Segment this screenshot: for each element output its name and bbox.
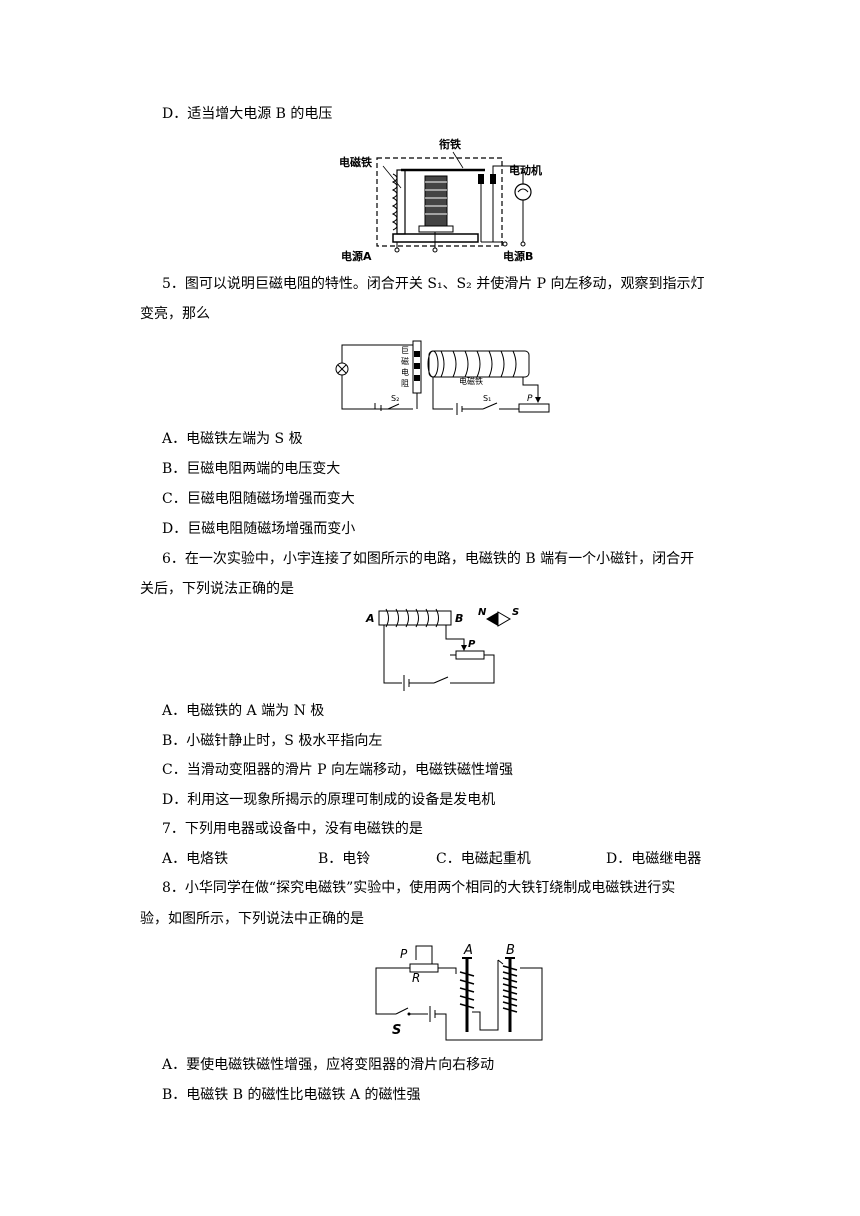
- q8-stem-line2: 验，如图所示，下列说法中正确的是: [140, 911, 364, 927]
- label-slider-p: P: [400, 947, 408, 961]
- gmr-label-4: 阻: [401, 379, 409, 388]
- gmr-label-2: 磁: [401, 356, 409, 366]
- q5-option-a: A．电磁铁左端为 S 极: [162, 431, 303, 447]
- label-resistor-r: R: [412, 971, 420, 985]
- q7-stem: 7．下列用电器或设备中，没有电磁铁的是: [162, 821, 423, 837]
- label-s1: S₁: [483, 394, 491, 403]
- label-needle-n: N: [478, 607, 487, 618]
- q6-option-c: C．当滑动变阻器的滑片 P 向左端移动，电磁铁磁性增强: [162, 762, 514, 778]
- label-needle-s: S: [512, 607, 519, 618]
- gmr-label-3: 电: [401, 367, 409, 377]
- q6-stem-line1: 6．在一次实验中，小宇连接了如图所示的电路，电磁铁的 B 端有一个小磁针，闭合开: [162, 551, 695, 567]
- label-end-a: A: [365, 612, 375, 625]
- q6-circuit-figure: A B N S P: [364, 603, 534, 693]
- label-armature: 衔铁: [439, 137, 461, 151]
- gmr-label-1: 巨: [401, 346, 409, 355]
- q7-option-d: D．电磁继电器: [606, 851, 702, 867]
- q7-option-b: B．电铃: [318, 851, 371, 867]
- q5-option-c: C．巨磁电阻随磁场增强而变大: [162, 491, 355, 507]
- q5-stem-line1: 5．图可以说明巨磁电阻的特性。闭合开关 S₁、S₂ 并使滑片 P 向左移动，观察…: [162, 276, 705, 292]
- q6-option-d: D．利用这一现象所揭示的原理可制成的设备是发电机: [162, 792, 496, 808]
- label-switch-s: S: [392, 1023, 401, 1038]
- label-end-b: B: [455, 612, 463, 625]
- q7-option-a: A．电烙铁: [162, 851, 229, 867]
- q5-option-d: D．巨磁电阻随磁场增强而变小: [162, 521, 356, 537]
- label-p-q5: P: [527, 394, 533, 404]
- q6-option-b: B．小磁针静止时，S 极水平指向左: [162, 733, 383, 749]
- label-s2: S₂: [391, 394, 399, 403]
- q7-option-c: C．电磁起重机: [436, 851, 531, 867]
- label-p-q6: P: [468, 639, 476, 650]
- q5-option-b: B．巨磁电阻两端的电压变大: [162, 461, 341, 477]
- label-electromagnet-q5: 电磁铁: [459, 376, 483, 386]
- q8-option-a: A．要使电磁铁磁性增强，应将变阻器的滑片向右移动: [162, 1057, 495, 1073]
- q8-stem-line1: 8．小华同学在做“探究电磁铁”实验中，使用两个相同的大铁钉绕制成电磁铁进行实: [162, 880, 676, 896]
- q8-circuit-figure: P R S A B: [372, 940, 552, 1046]
- q4-option-d: D．适当增大电源 B 的电压: [162, 106, 333, 122]
- label-source-a: 电源A: [341, 249, 372, 263]
- q5-stem-line2: 变亮，那么: [140, 306, 210, 322]
- label-electromagnet: 电磁铁: [339, 155, 372, 169]
- q4-relay-figure: 电磁铁 衔铁 电动机 电源A 电源B: [335, 130, 550, 265]
- label-nail-b: B: [506, 943, 515, 958]
- label-source-b: 电源B: [503, 249, 533, 263]
- q6-stem-line2: 关后，下列说法正确的是: [140, 581, 294, 597]
- q6-option-a: A．电磁铁的 A 端为 N 极: [162, 703, 325, 719]
- q8-option-b: B．电磁铁 B 的磁性比电磁铁 A 的磁性强: [162, 1087, 421, 1103]
- label-motor: 电动机: [509, 163, 542, 177]
- q5-gmr-figure: 巨 磁 电 阻 S₂ 电磁铁 S₁ P: [333, 337, 558, 417]
- label-nail-a: A: [463, 943, 473, 958]
